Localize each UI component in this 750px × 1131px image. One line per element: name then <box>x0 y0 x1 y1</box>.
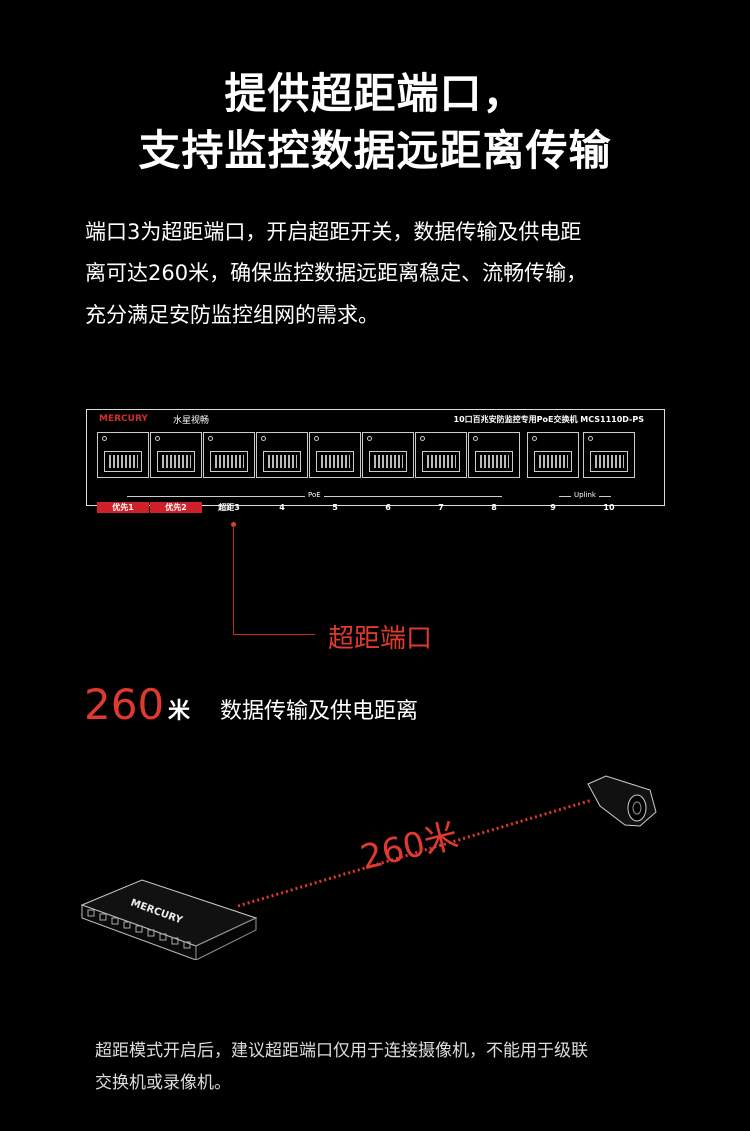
port-1 <box>97 432 149 478</box>
port-pins <box>590 451 628 472</box>
port-7 <box>415 432 467 478</box>
port-label: 10 <box>603 503 615 512</box>
callout-line-h <box>233 634 315 635</box>
port-5 <box>309 432 361 478</box>
port-label: 超距3 <box>218 503 240 512</box>
description-line-2: 离可达260米，确保监控数据远距离稳定、流畅传输， <box>85 261 588 285</box>
distance-value: 260 <box>84 680 165 729</box>
port-led-icon <box>314 436 319 441</box>
connection-illustration: MERCURY 260米 <box>80 775 657 960</box>
port-label: 4 <box>279 503 285 512</box>
port-led-icon <box>155 436 160 441</box>
port-label: 8 <box>491 503 497 512</box>
poe-label: PoE <box>305 491 324 499</box>
camera-icon <box>587 775 657 827</box>
port-label: 5 <box>332 503 338 512</box>
port-led-icon <box>420 436 425 441</box>
port-3 <box>203 432 255 478</box>
port-pins <box>316 451 354 472</box>
port-led-icon <box>208 436 213 441</box>
heading-line-1: 提供超距端口， <box>224 69 526 118</box>
port-pins <box>263 451 301 472</box>
callout-line <box>233 527 234 635</box>
port-label: 9 <box>550 503 556 512</box>
port-pins <box>534 451 572 472</box>
port-pins <box>157 451 195 472</box>
port-led-icon <box>102 436 107 441</box>
port-led-icon <box>588 436 593 441</box>
note-line-1: 超距模式开启后，建议超距端口仅用于连接摄像机，不能用于级联 <box>95 1041 588 1061</box>
port-led-icon <box>261 436 266 441</box>
port-4 <box>256 432 308 478</box>
port-pins <box>104 451 142 472</box>
switch-icon: MERCURY <box>80 879 258 960</box>
port-pins <box>422 451 460 472</box>
port-label: 优先2 <box>150 502 202 513</box>
port-led-icon <box>367 436 372 441</box>
callout-label: 超距端口 <box>328 624 433 654</box>
brand-cn: 水星视畅 <box>173 416 210 426</box>
brand-logo: MERCURY <box>99 414 148 424</box>
heading-line-2: 支持监控数据远距离传输 <box>138 126 612 175</box>
illustration-distance-label: 260米 <box>357 816 463 879</box>
description-line-1: 端口3为超距端口，开启超距开关，数据传输及供电距 <box>85 220 582 244</box>
port-6 <box>362 432 414 478</box>
port-pins <box>369 451 407 472</box>
note-line-2: 交换机或录像机。 <box>95 1073 231 1093</box>
uplink-label: Uplink <box>571 491 599 499</box>
port-10 <box>583 432 635 478</box>
port-label: 6 <box>385 503 391 512</box>
switch-front-panel: MERCURY 水星视畅 10口百兆安防监控专用PoE交换机 MCS1110D-… <box>86 409 665 513</box>
distance-caption: 数据传输及供电距离 <box>220 699 419 724</box>
callout-dot <box>231 522 236 527</box>
dotted-cable <box>237 798 593 908</box>
port-2 <box>150 432 202 478</box>
port-9 <box>527 432 579 478</box>
distance-unit: 米 <box>168 699 191 724</box>
port-label: 优先1 <box>97 502 149 513</box>
description-line-3: 充分满足安防监控组网的需求。 <box>85 303 379 327</box>
port-led-icon <box>473 436 478 441</box>
port-led-icon <box>532 436 537 441</box>
port-pins <box>210 451 248 472</box>
model-name: 10口百兆安防监控专用PoE交换机 MCS1110D-PS <box>453 415 644 424</box>
port-label: 7 <box>438 503 444 512</box>
port-8 <box>468 432 520 478</box>
port-pins <box>475 451 513 472</box>
